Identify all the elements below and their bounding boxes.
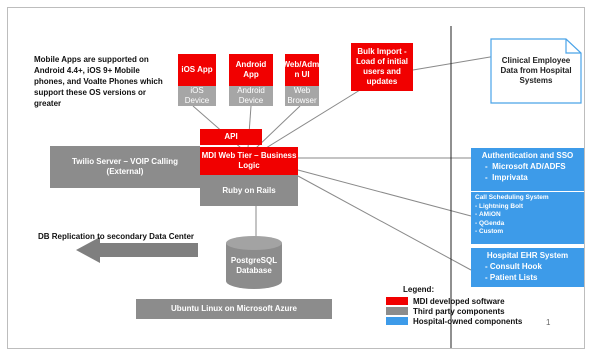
- line-bulk-to-clinical: [412, 55, 497, 71]
- call-item: - AMiON: [475, 211, 501, 218]
- twilio-server-box: Twilio Server – VOIP Calling (External): [50, 146, 200, 188]
- ehr-item: - Patient Lists: [485, 273, 538, 282]
- page-number: 1: [546, 318, 551, 327]
- legend: MDI developed software Third party compo…: [386, 296, 546, 326]
- mobile-support-note: Mobile Apps are supported on Android 4.4…: [34, 55, 163, 108]
- line-web-tier-to-call: [297, 169, 472, 217]
- ios-device-box: iOS Device: [178, 86, 216, 106]
- db-replication-label: DB Replication to secondary Data Center: [38, 232, 195, 241]
- legend-item-third-party: Third party components: [386, 306, 546, 316]
- legend-label: MDI developed software: [413, 296, 505, 306]
- clinical-data-text: Clinical Employee Data from Hospital Sys…: [500, 56, 572, 85]
- auth-sso-box: Authentication and SSO - Microsoft AD/AD…: [471, 148, 584, 191]
- legend-label: Third party components: [413, 306, 505, 316]
- line-web-tier-to-web: [255, 105, 301, 149]
- auth-item: - Microsoft AD/ADFS: [485, 162, 566, 171]
- ios-app-box: iOS App: [178, 54, 216, 86]
- bulk-import-box: Bulk Import - Load of initial users and …: [351, 43, 413, 91]
- legend-swatch: [386, 297, 408, 305]
- api-box: API: [200, 129, 262, 145]
- slide: Mobile Apps are supported on Android 4.4…: [7, 7, 585, 349]
- line-web-tier-to-bulk: [265, 89, 361, 149]
- web-browser-box: Web Browser: [285, 86, 319, 106]
- legend-item-hospital: Hospital-owned components: [386, 316, 546, 326]
- auth-item: - Imprivata: [485, 173, 528, 182]
- legend-item-mdi: MDI developed software: [386, 296, 546, 306]
- android-app-box: Android App: [229, 54, 273, 86]
- auth-sso-title: Authentication and SSO: [481, 151, 574, 160]
- call-scheduling-box: Call Scheduling System - Lightning Bolt …: [471, 192, 584, 244]
- call-item: - Lightning Bolt: [475, 202, 524, 210]
- android-device-box: Android Device: [229, 86, 273, 106]
- db-replication-arrow: [76, 237, 198, 263]
- call-item: - Custom: [475, 228, 504, 235]
- postgresql-database: PostgreSQL Database: [226, 235, 282, 289]
- database-cylinder-icon: [226, 236, 282, 289]
- legend-swatch: [386, 317, 408, 325]
- postgresql-label: PostgreSQL Database: [230, 256, 278, 275]
- ehr-item: - Consult Hook: [485, 262, 542, 271]
- legend-label: Hospital-owned components: [413, 316, 523, 326]
- line-web-tier-to-ehr: [297, 175, 472, 271]
- call-scheduling-title: Call Scheduling System: [475, 194, 549, 201]
- hospital-ehr-box: Hospital EHR System - Consult Hook - Pat…: [471, 248, 584, 287]
- ruby-on-rails-box: Ruby on Rails: [200, 175, 298, 206]
- ehr-title: Hospital EHR System: [486, 251, 569, 260]
- clinical-data-document: Clinical Employee Data from Hospital Sys…: [490, 38, 582, 104]
- document-shape: [490, 38, 582, 104]
- ubuntu-azure-box: Ubuntu Linux on Microsoft Azure: [136, 299, 332, 319]
- mdi-web-tier-box: MDI Web Tier – Business Logic: [200, 147, 298, 175]
- legend-swatch: [386, 307, 408, 315]
- call-item: - QGenda: [475, 219, 505, 227]
- web-admin-ui-box: Web/Admi n UI: [283, 54, 321, 86]
- legend-title: Legend:: [403, 285, 435, 294]
